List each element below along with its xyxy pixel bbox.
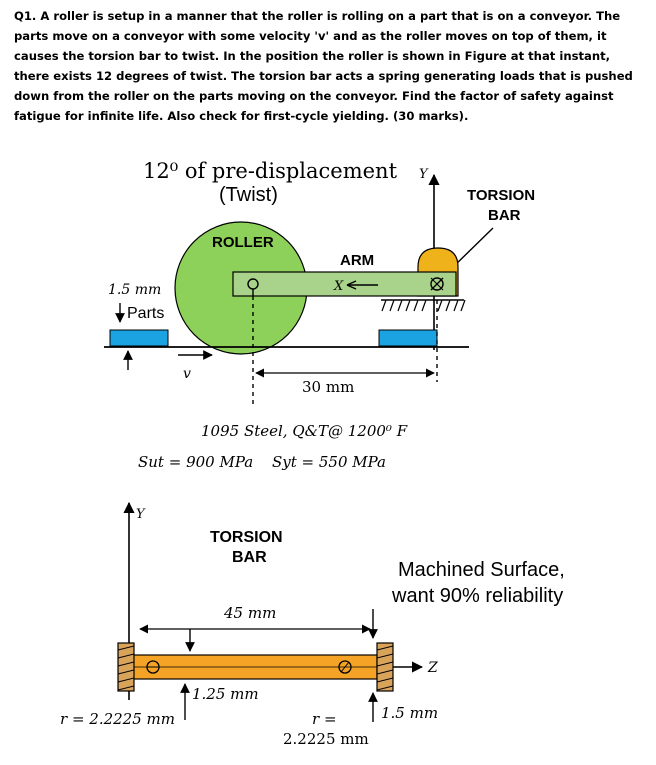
radius-left-label: r = 2.2225 mm [60,710,175,728]
dimension-1-25mm: 1.25 mm [192,685,259,703]
material-label: 1095 Steel, Q&T@ 1200⁰ F [201,422,408,440]
torsion-bar-title-2: BAR [232,549,267,566]
velocity-label: v [183,366,191,382]
arm-label: ARM [340,252,374,269]
syt-label: Syt = 550 MPa [272,453,386,471]
dimension-1-5mm: 1.5 mm [108,282,161,298]
arm-rect [232,271,457,297]
right-end-block [376,642,394,692]
radius-right-label-2: 2.2225 mm [283,730,369,748]
torsion-bar-label-2: BAR [488,207,521,224]
surface-label-2: want 90% reliability [391,585,563,607]
roller-label: ROLLER [212,234,274,251]
figure-1-roller-setup: 12⁰ of pre-displacement (Twist) Y TORSIO… [104,159,535,471]
conveyor-part-right [378,329,438,347]
y-axis-label: Y [419,167,429,182]
y-axis-label-2: Y [136,507,146,522]
question-text: Q1. A roller is setup in a manner that t… [14,9,633,123]
left-end-block [117,642,135,692]
dimension-45mm: 45 mm [223,604,276,622]
sut-label: Sut = 900 MPa [138,453,253,471]
surface-label-1: Machined Surface, [398,559,565,581]
z-axis-label: Z [427,660,438,676]
dimension-30mm: 30 mm [302,378,354,396]
twist-label: (Twist) [219,184,278,206]
parts-label: Parts [127,305,164,322]
torsion-bar-title-1: TORSION [210,529,283,546]
x-axis-label: X [333,279,344,294]
conveyor-part-left [109,329,169,347]
figure-2-torsion-bar: Y TORSION BAR Machined Surface, want 90%… [60,501,565,748]
dimension-1-5mm-right: 1.5 mm [381,704,438,722]
predisplacement-label: 12⁰ of pre-displacement [143,159,398,183]
torsion-bar-label-1: TORSION [467,187,535,204]
radius-right-label-1: r = [312,710,337,728]
